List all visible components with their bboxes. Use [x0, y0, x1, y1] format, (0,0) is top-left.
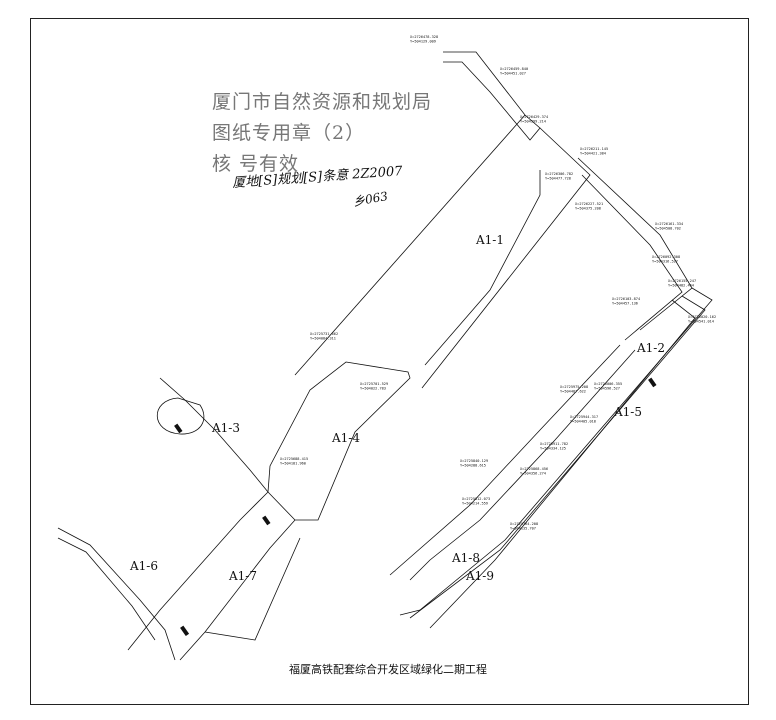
- road-a1-5-inner: [429, 299, 696, 629]
- road-a1-6-inner: [57, 537, 156, 641]
- coordinate-label: X=2726155.247: [668, 279, 696, 283]
- coordinate-label: Y=504375.208: [575, 207, 601, 211]
- coordinate-label: X=2726006.355: [594, 382, 622, 386]
- road-a1-7-upper: [127, 491, 269, 651]
- zone-label-a1-4: A1-4: [331, 431, 360, 445]
- coordinate-label: X=2725868.456: [520, 467, 548, 471]
- road-a1-2-lower: [581, 174, 683, 341]
- coordinate-label: X=2726459.840: [500, 67, 528, 71]
- approval-stamp: 厦门市自然资源和规划局 图纸专用章（2） 核 号有效: [212, 87, 433, 184]
- drawing-caption: 福厦高铁配套综合开发区域绿化二期工程: [289, 663, 487, 676]
- coordinate-label: X=2725911.782: [540, 442, 568, 446]
- road-bottom-connector: [204, 537, 301, 641]
- zone-label-a1-8: A1-8: [451, 551, 480, 565]
- hatch-mark: [648, 377, 657, 388]
- coordinate-label: Y=504482.464: [668, 284, 694, 288]
- divider-a1-1: [424, 170, 541, 366]
- coordinate-label: X=2725764.208: [510, 522, 538, 526]
- coordinate-label: Y=504487.622: [560, 390, 586, 394]
- coordinate-label: Y=504356.274: [520, 472, 546, 476]
- coordinate-label: X=2726092.308: [652, 255, 680, 259]
- stamp-line-1: 厦门市自然资源和规划局: [212, 91, 433, 113]
- zone-label-a1-2: A1-2: [636, 341, 665, 355]
- coordinate-label: Y=504596.527: [594, 387, 620, 391]
- drawing-frame: [30, 18, 749, 705]
- coordinate-label: X=2726161.334: [655, 222, 683, 226]
- coordinate-label: X=2726306.782: [545, 172, 573, 176]
- road-a1-8: [389, 344, 621, 576]
- road-a1-3: [159, 377, 269, 493]
- coordinate-label: Y=504541.014: [688, 320, 714, 324]
- hatch-mark: [180, 625, 190, 637]
- road-a1-9: [409, 349, 636, 581]
- coordinate-label: Y=504022.783: [360, 387, 386, 391]
- coordinate-label: X=2725975.208: [560, 385, 588, 389]
- coordinate-label: Y=504084.311: [310, 337, 336, 341]
- coordinate-label: Y=504316.527: [652, 260, 678, 264]
- coordinate-label: X=2725688.415: [280, 457, 308, 461]
- coordinate-label: X=2725701.529: [360, 382, 388, 386]
- coordinate-label: X=2726478.328: [410, 35, 438, 39]
- zone-label-a1-6: A1-6: [129, 559, 158, 573]
- coordinate-label: Y=504508.702: [655, 227, 681, 231]
- road-a1-6: [57, 527, 176, 661]
- coordinate-label: X=2726429.374: [520, 115, 548, 119]
- road-a1-1-east: [421, 127, 591, 389]
- coordinate-label: X=2726020.162: [688, 315, 716, 319]
- coordinate-label: X=2725944.317: [570, 415, 598, 419]
- road-a1-5-outer: [399, 287, 713, 616]
- road-a1-2-upper: [577, 157, 693, 331]
- stamp-line-2: 图纸专用章（2）: [212, 122, 366, 144]
- coordinate-label: X=2726103.874: [612, 297, 640, 301]
- coordinate-label: Y=504181.960: [280, 462, 306, 466]
- road-a1-1-west: [294, 114, 526, 376]
- coordinate-label: X=2726211.145: [580, 147, 608, 151]
- coordinate-label: Y=504421.384: [580, 152, 606, 156]
- coordinate-label: Y=504129.009: [410, 40, 436, 44]
- coordinate-label: Y=504288.615: [460, 464, 486, 468]
- zone-label-a1-1: A1-1: [475, 233, 504, 247]
- coordinate-label: Y=504334.125: [540, 447, 566, 451]
- road-a1-7-lower: [179, 519, 296, 661]
- coordinate-label: Y=504214.559: [462, 502, 488, 506]
- stamp-line-3: 核 号有效: [212, 153, 300, 175]
- coordinate-label: Y=504457.136: [612, 302, 638, 306]
- hatch-mark: [174, 423, 183, 434]
- coordinate-label: Y=504135.707: [510, 527, 536, 531]
- loop-a1-3: [156, 397, 205, 435]
- coordinate-label: X=2725840.129: [460, 459, 488, 463]
- zone-label-a1-3: A1-3: [211, 421, 240, 435]
- parcel-a1-4: [267, 361, 411, 521]
- coordinate-label: Y=504477.728: [545, 177, 571, 181]
- zone-label-a1-7: A1-7: [228, 569, 257, 583]
- hatch-mark: [262, 515, 271, 526]
- coordinate-label: X=2726227.521: [575, 202, 603, 206]
- road-top-entrance: [443, 51, 541, 141]
- coordinate-label: Y=504399.214: [520, 120, 546, 124]
- coordinate-label: X=2725812.073: [462, 497, 490, 501]
- coordinate-label: Y=504405.018: [570, 420, 596, 424]
- coordinate-label: Y=504451.027: [500, 72, 526, 76]
- coordinate-label: X=2725731.662: [310, 332, 338, 336]
- zone-label-a1-9: A1-9: [465, 569, 494, 583]
- zone-label-a1-5: A1-5: [613, 405, 642, 419]
